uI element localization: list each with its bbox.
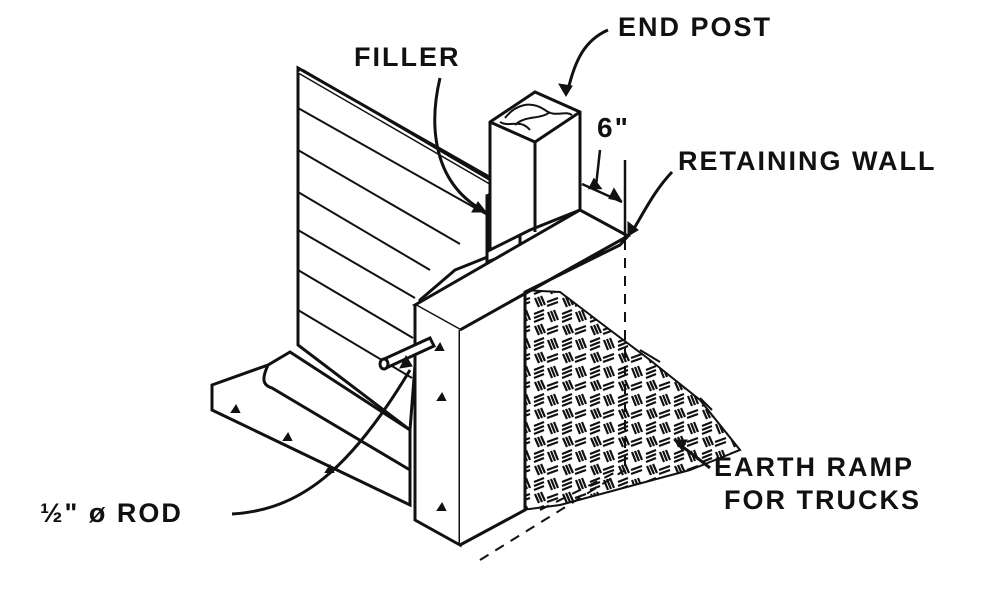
filler-label: FILLER	[354, 42, 461, 72]
leader-lines	[231, 28, 711, 516]
rod	[378, 336, 437, 371]
footing	[210, 342, 447, 511]
dimension-label: 6"	[597, 112, 630, 143]
end-post-label: END POST	[618, 12, 773, 42]
rod-leader	[231, 369, 412, 516]
filler-leader	[433, 77, 483, 212]
retaining-wall	[411, 208, 632, 548]
retaining-wall-label: RETAINING WALL	[678, 146, 937, 176]
board-lines	[297, 107, 501, 379]
dashed-lines	[479, 240, 626, 561]
end-post	[488, 90, 582, 253]
retaining-wall-leader	[630, 170, 674, 233]
end-post-leader	[566, 28, 609, 91]
earth-ramp-label-line2: FOR TRUCKS	[724, 485, 921, 515]
end-post-grain	[499, 103, 573, 131]
earth-ramp	[521, 288, 742, 512]
dimension-marks	[581, 149, 627, 240]
leader-arrowheads	[399, 83, 688, 451]
rod-label: ½" ø ROD	[40, 498, 183, 528]
earth-ramp-label-line1: EARTH RAMP	[714, 452, 914, 482]
